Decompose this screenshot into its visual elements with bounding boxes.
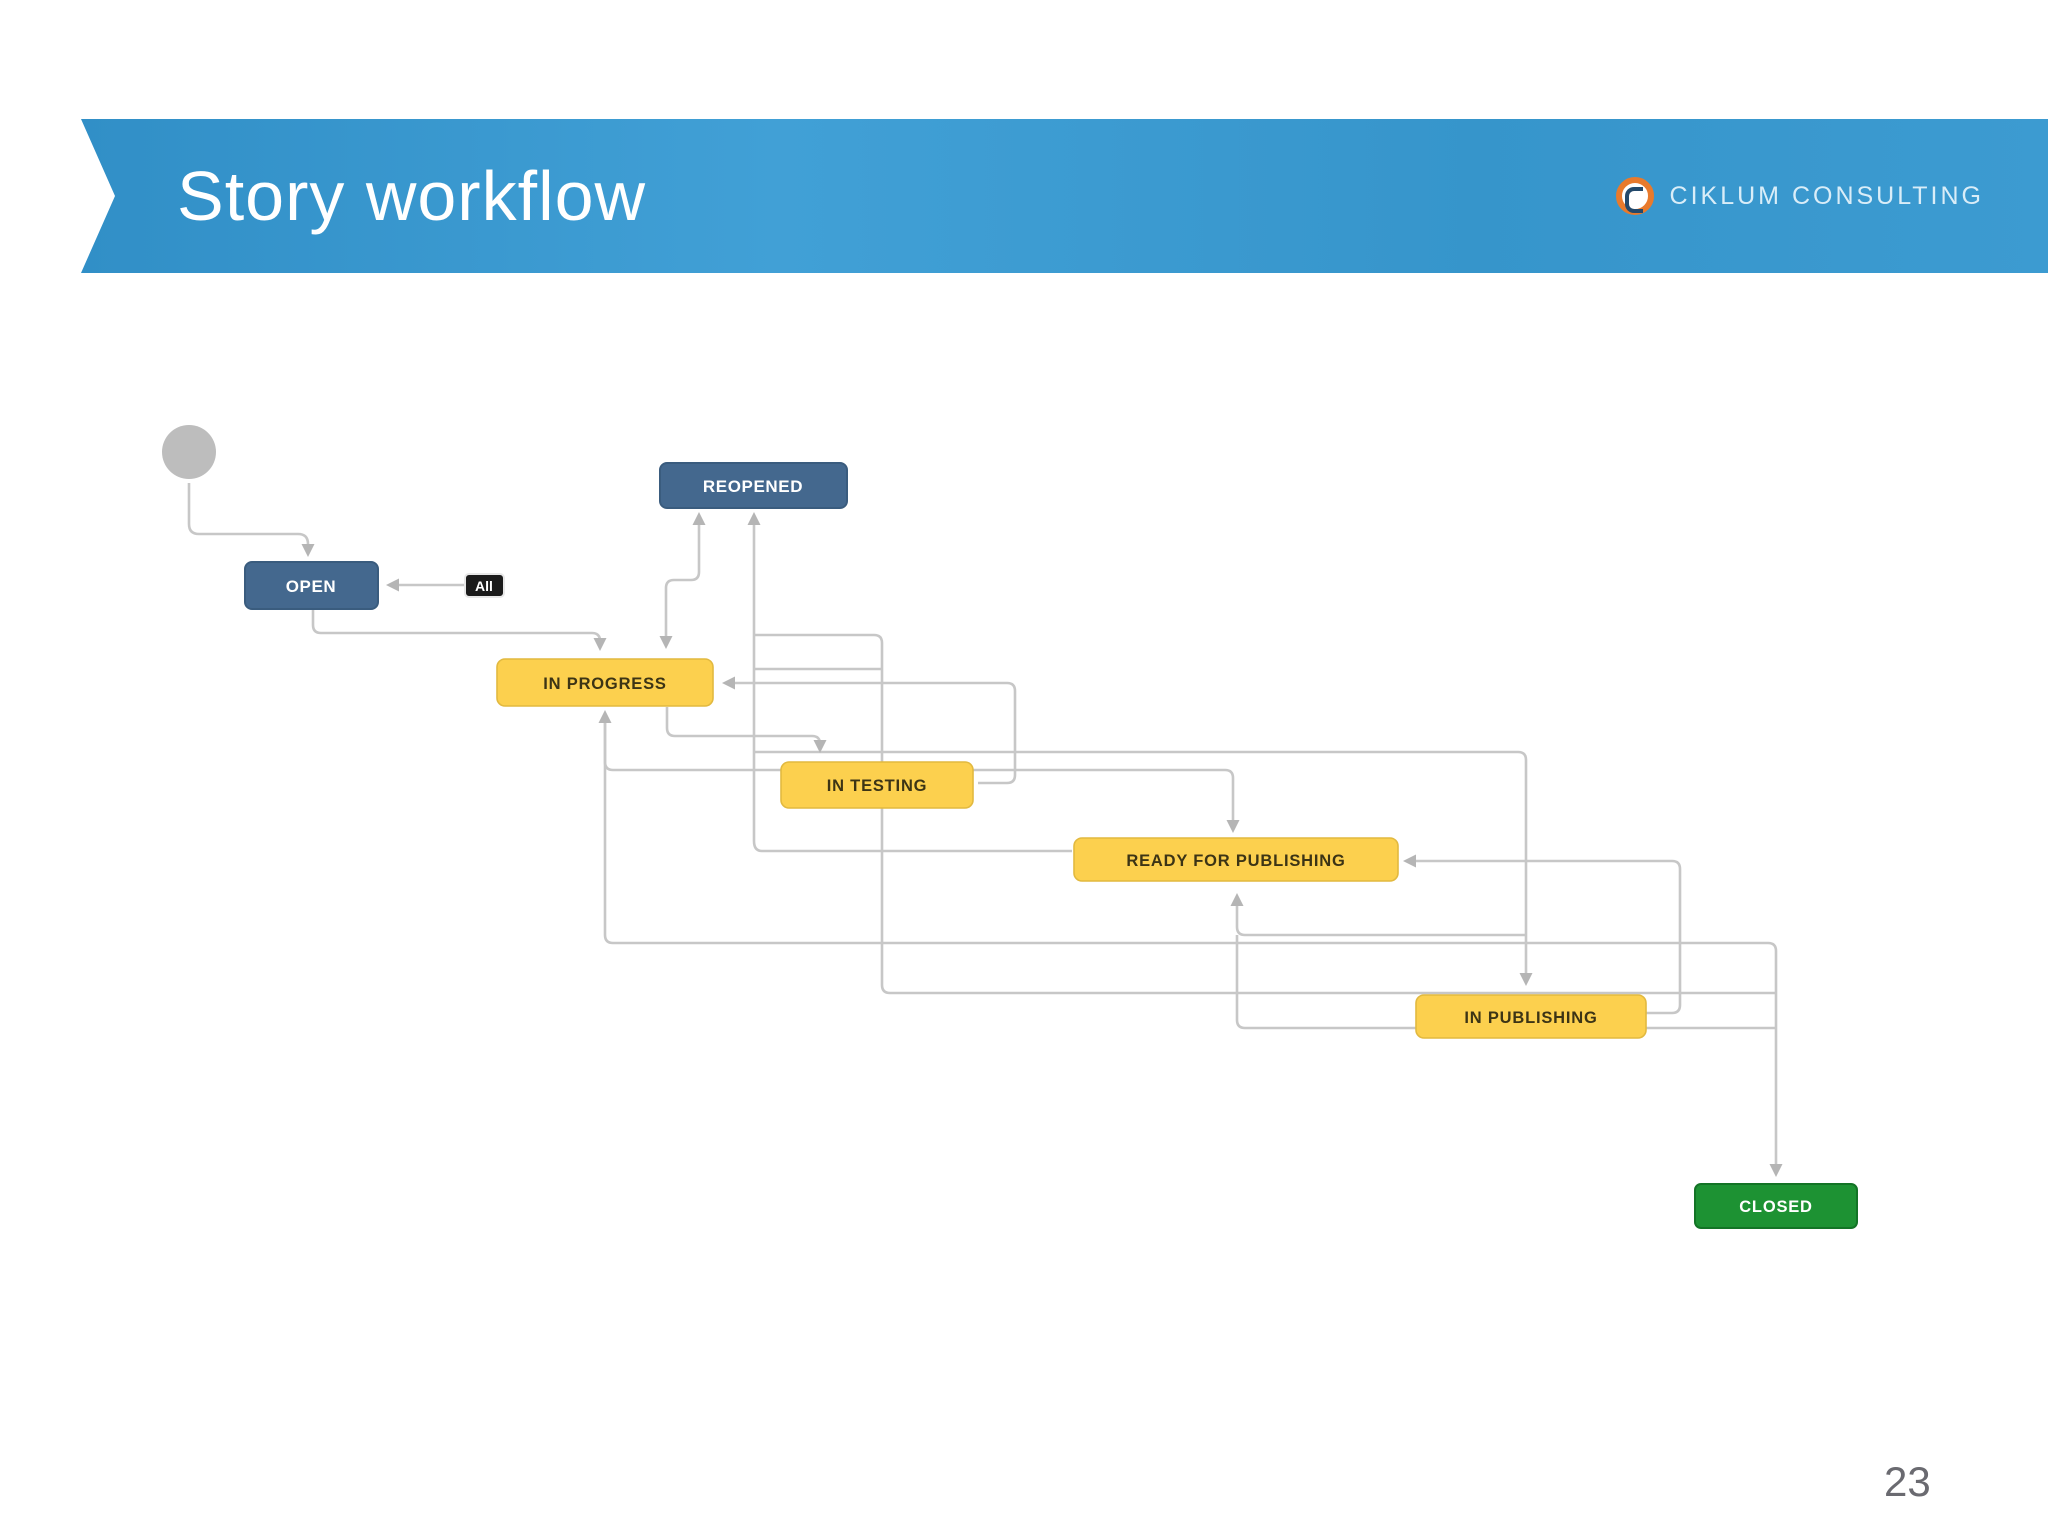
- edge-reopened-in-progress-pair: [664, 524, 701, 642]
- edge-in-testing-to-in-progress: [728, 681, 1017, 785]
- node-in-publishing-label: IN PUBLISHING: [1464, 1009, 1597, 1027]
- node-in-testing-label: IN TESTING: [827, 777, 928, 795]
- edge-in-progress-to-closed: [603, 715, 1778, 1170]
- page-title: Story workflow: [177, 157, 647, 235]
- edge-in-publishing-to-ready-for-publishing: [1409, 859, 1682, 1015]
- edge-reopened-to-in-publishing: [754, 750, 1528, 979]
- brand-block: CIKLUM CONSULTING: [1615, 119, 1984, 273]
- title-banner: Story workflow: [81, 119, 2048, 273]
- edge-reopened-to-closed: [754, 633, 1776, 995]
- ciklum-logo-icon: [1615, 177, 1654, 215]
- brand-name: CIKLUM CONSULTING: [1669, 181, 1984, 210]
- node-closed-label: CLOSED: [1739, 1198, 1813, 1216]
- node-reopened-label: REOPENED: [703, 477, 803, 496]
- node-in-testing[interactable]: IN TESTING: [780, 761, 974, 809]
- node-open-label: OPEN: [286, 577, 337, 596]
- node-all-badge[interactable]: All: [464, 573, 505, 598]
- edge-ready-for-publishing-in-publishing-pair: [1235, 899, 1526, 937]
- edge-open-to-in-progress: [311, 609, 602, 644]
- node-reopened[interactable]: REOPENED: [659, 462, 848, 509]
- node-in-publishing[interactable]: IN PUBLISHING: [1415, 994, 1647, 1039]
- page-number: 23: [1884, 1458, 1931, 1505]
- edge-start-to-open: [187, 483, 310, 550]
- node-ready-for-publishing[interactable]: READY FOR PUBLISHING: [1073, 837, 1399, 882]
- arrowheads: [301, 512, 1783, 1177]
- node-open[interactable]: OPEN: [244, 561, 379, 610]
- edge-ready-for-publishing-to-closed: [1235, 935, 1776, 1030]
- node-in-progress[interactable]: IN PROGRESS: [496, 658, 714, 707]
- node-in-progress-label: IN PROGRESS: [543, 675, 666, 693]
- edge-ready-for-publishing-to-reopened: [752, 524, 1072, 853]
- edges: [187, 483, 1778, 1170]
- node-all-label: All: [475, 578, 493, 594]
- edge-in-progress-to-in-testing: [665, 707, 822, 746]
- node-ready-for-publishing-label: READY FOR PUBLISHING: [1126, 852, 1345, 870]
- node-start[interactable]: [162, 425, 216, 479]
- node-closed[interactable]: CLOSED: [1694, 1183, 1858, 1229]
